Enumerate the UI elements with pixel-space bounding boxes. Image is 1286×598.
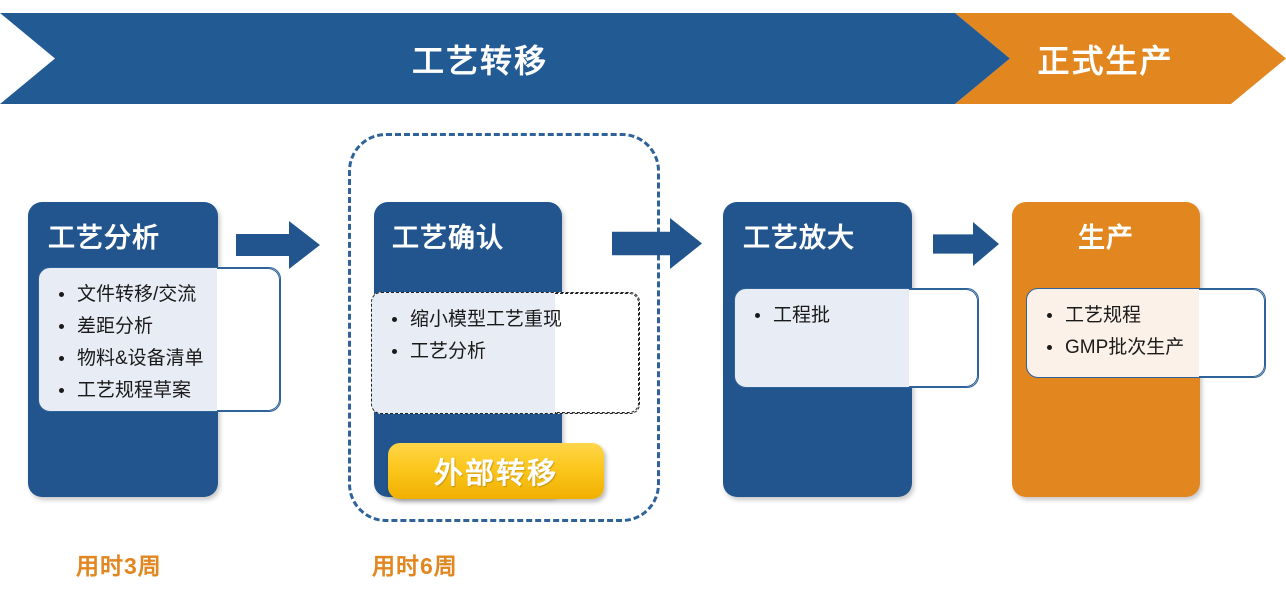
listbox-tail bbox=[555, 293, 639, 413]
list-item: 工艺规程草案 bbox=[57, 378, 264, 405]
stage-items-process-analysis: 文件转移/交流 差距分析 物料&设备清单 工艺规程草案 bbox=[38, 267, 281, 412]
stage-item-list: 缩小模型工艺重现 工艺分析 bbox=[390, 307, 623, 366]
list-item: 差距分析 bbox=[57, 314, 264, 341]
right-arrow-icon bbox=[236, 221, 320, 269]
list-item: 工艺分析 bbox=[390, 339, 623, 366]
list-item: 文件转移/交流 bbox=[57, 282, 264, 309]
listbox-tail bbox=[909, 289, 978, 387]
stage-title-production: 生产 bbox=[1078, 223, 1134, 253]
stage-title-process-scaleup: 工艺放大 bbox=[743, 223, 855, 253]
stage-title-process-confirmation: 工艺确认 bbox=[392, 223, 504, 253]
list-item: 工艺规程 bbox=[1045, 303, 1249, 330]
status-badge-label: 外部转移 bbox=[433, 458, 558, 490]
listbox-tail bbox=[217, 268, 280, 411]
external-transfer-group-outline bbox=[348, 133, 660, 522]
listbox-tail bbox=[1199, 289, 1265, 377]
list-item: 工程批 bbox=[753, 303, 962, 330]
stage-item-list: 工程批 bbox=[753, 303, 962, 330]
status-badge-external-transfer[interactable]: 外部转移 bbox=[388, 443, 604, 499]
stage-items-production: 工艺规程 GMP批次生产 bbox=[1026, 288, 1266, 378]
stage-item-list: 工艺规程 GMP批次生产 bbox=[1045, 303, 1249, 362]
list-item: GMP批次生产 bbox=[1045, 335, 1249, 362]
list-item: 缩小模型工艺重现 bbox=[390, 307, 623, 334]
phase-banner-formal-production: 正式生产 bbox=[955, 13, 1286, 104]
list-item: 物料&设备清单 bbox=[57, 346, 264, 373]
duration-label-stage-1: 用时3周 bbox=[76, 553, 162, 579]
phase-banner-label-formal-production: 正式生产 bbox=[1037, 42, 1174, 79]
stage-title-process-analysis: 工艺分析 bbox=[48, 223, 160, 253]
duration-label-stage-2: 用时6周 bbox=[372, 553, 458, 579]
stage-items-process-confirmation: 缩小模型工艺重现 工艺分析 bbox=[371, 292, 640, 414]
phase-banner-process-transfer: 工艺转移 bbox=[0, 13, 1010, 104]
phase-banner-label-process-transfer: 工艺转移 bbox=[411, 42, 548, 79]
stage-item-list: 文件转移/交流 差距分析 物料&设备清单 工艺规程草案 bbox=[57, 282, 264, 405]
right-arrow-icon bbox=[933, 222, 999, 266]
stage-items-process-scaleup: 工程批 bbox=[734, 288, 979, 388]
